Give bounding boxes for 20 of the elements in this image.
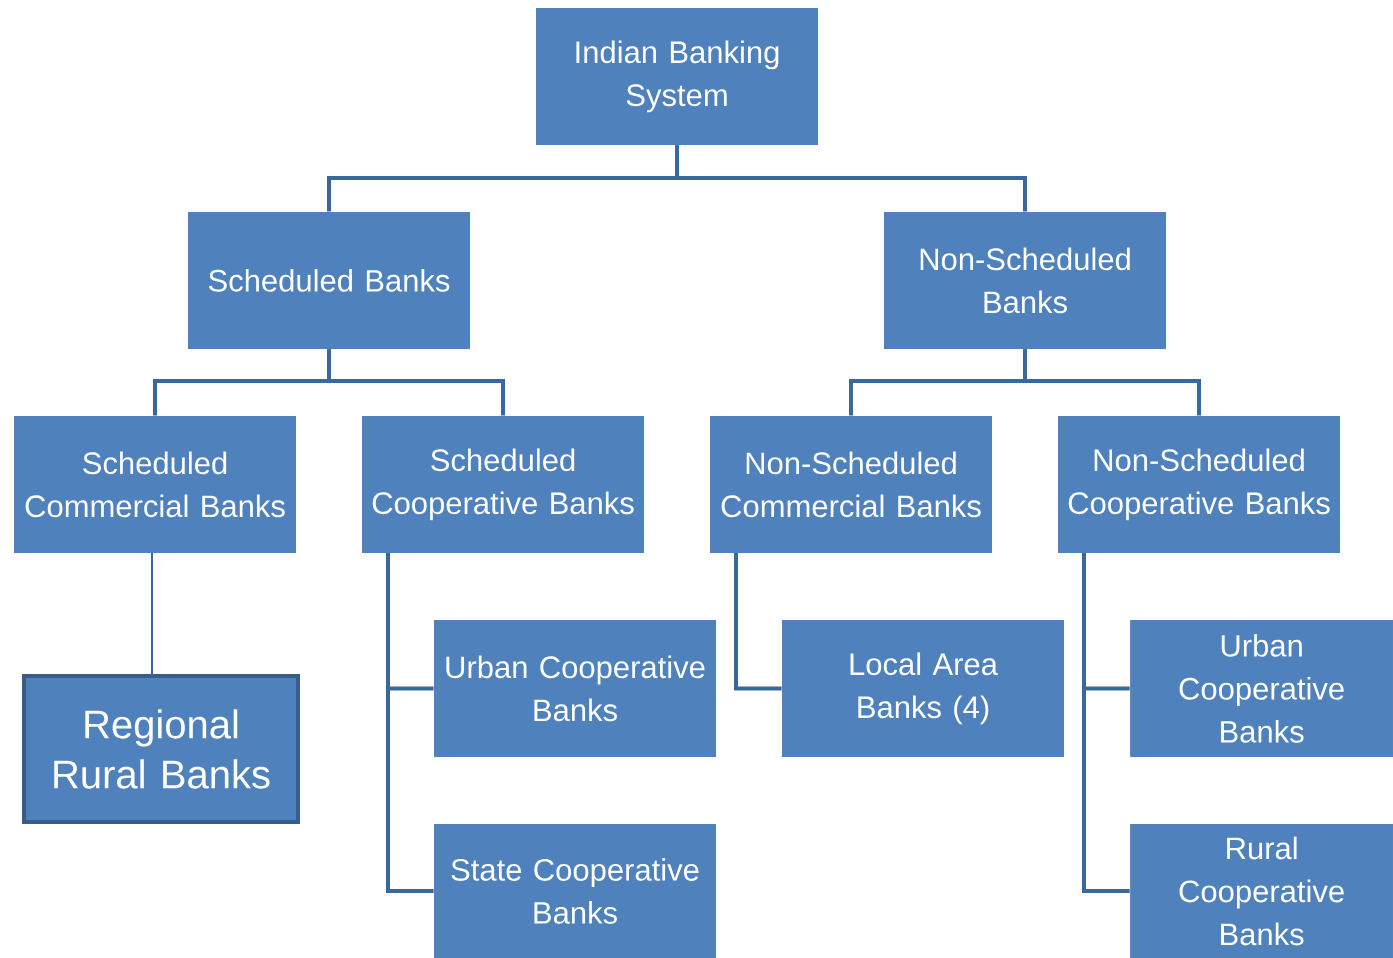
connector-line	[151, 552, 153, 677]
connector-line	[386, 553, 434, 893]
connector-line	[1023, 349, 1201, 416]
category-box: Non-Scheduled Banks	[884, 211, 1166, 349]
category-box: Local Area Banks (4)	[782, 619, 1064, 757]
category-box: Scheduled Commercial Banks	[14, 415, 296, 553]
connector-line	[734, 553, 782, 691]
category-box: State Cooperative Banks	[434, 824, 716, 958]
category-box: Urban Cooperative Banks	[1130, 619, 1393, 757]
category-box: Non-Scheduled Cooperative Banks	[1058, 415, 1340, 553]
category-box: Rural Cooperative Banks	[1130, 824, 1393, 958]
category-box: Non-Scheduled Commercial Banks	[710, 415, 992, 553]
category-box: Indian Banking System	[536, 7, 818, 145]
category-box: Urban Cooperative Banks	[434, 619, 716, 757]
highlighted-box: Regional Rural Banks	[22, 674, 300, 824]
connector-line	[675, 145, 1027, 212]
connector-line	[1082, 553, 1130, 893]
connector-line	[327, 349, 505, 416]
category-box: Scheduled Cooperative Banks	[362, 415, 644, 553]
category-box: Scheduled Banks	[188, 211, 470, 349]
